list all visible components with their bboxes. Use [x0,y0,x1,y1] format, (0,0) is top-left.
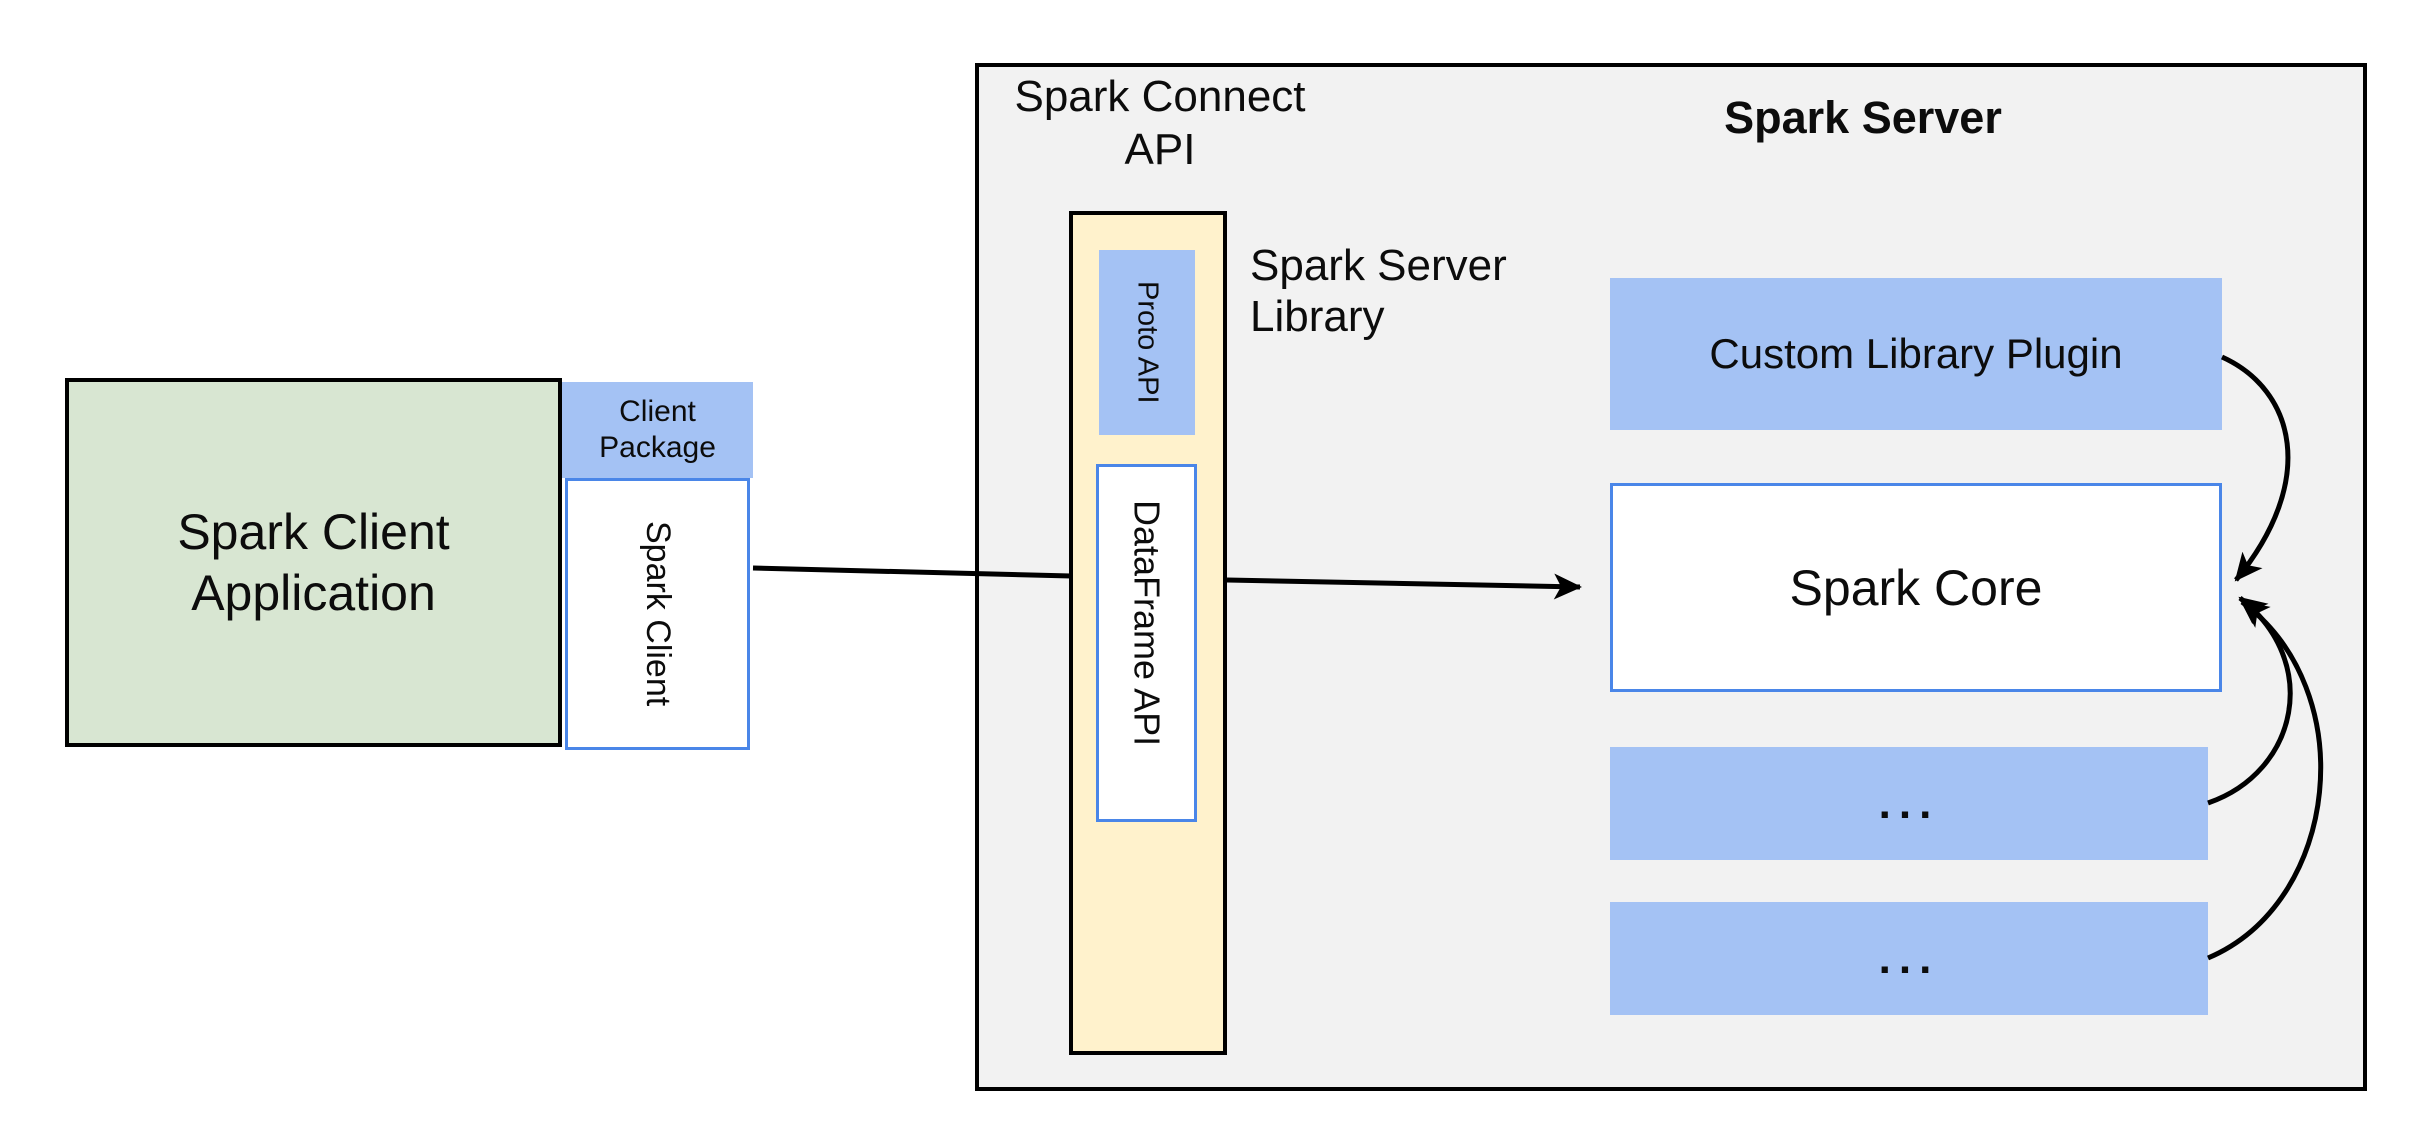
spark-connect-api-label: Spark Connect API [995,70,1325,176]
client-package-label-line1: Client [619,395,696,428]
spark-connect-api-label-line1: Spark Connect [1014,72,1306,121]
custom-library-plugin-box: Custom Library Plugin [1610,278,2222,430]
plugin-slot-box-1: ... [1610,747,2208,860]
spark-server-library-label: Spark Server Library [1250,240,1650,342]
client-package-label-line2: Package [599,431,716,464]
spark-server-library-label-line2: Library [1250,292,1385,341]
proto-api-label: Proto API [1131,281,1164,404]
spark-server-title: Spark Server [1724,92,2002,143]
spark-client-application-box: Spark Client Application [65,378,562,747]
dataframe-api-box: DataFrame API [1096,464,1197,822]
spark-core-label: Spark Core [1789,559,2043,616]
spark-client-label: Spark Client [639,521,677,707]
plugin-slot-ellipsis-2: ... [1878,933,1940,983]
plugin-slot-ellipsis-1: ... [1878,778,1940,828]
spark-server-library-label-line1: Spark Server [1250,241,1507,290]
custom-library-plugin-label: Custom Library Plugin [1709,330,2123,377]
spark-client-box: Spark Client [565,478,750,750]
client-package-label: Client Package [599,394,716,466]
proto-api-box: Proto API [1099,250,1195,435]
plugin-slot-box-2: ... [1610,902,2208,1015]
spark-connect-api-label-line2: API [1124,125,1196,174]
dataframe-api-label: DataFrame API [1126,499,1168,747]
spark-client-application-label-line1: Spark Client [177,503,450,560]
spark-core-box: Spark Core [1610,483,2222,692]
client-package-box: Client Package [562,382,753,478]
spark-client-application-label-line2: Application [191,564,436,621]
spark-client-application-label: Spark Client Application [177,502,449,624]
